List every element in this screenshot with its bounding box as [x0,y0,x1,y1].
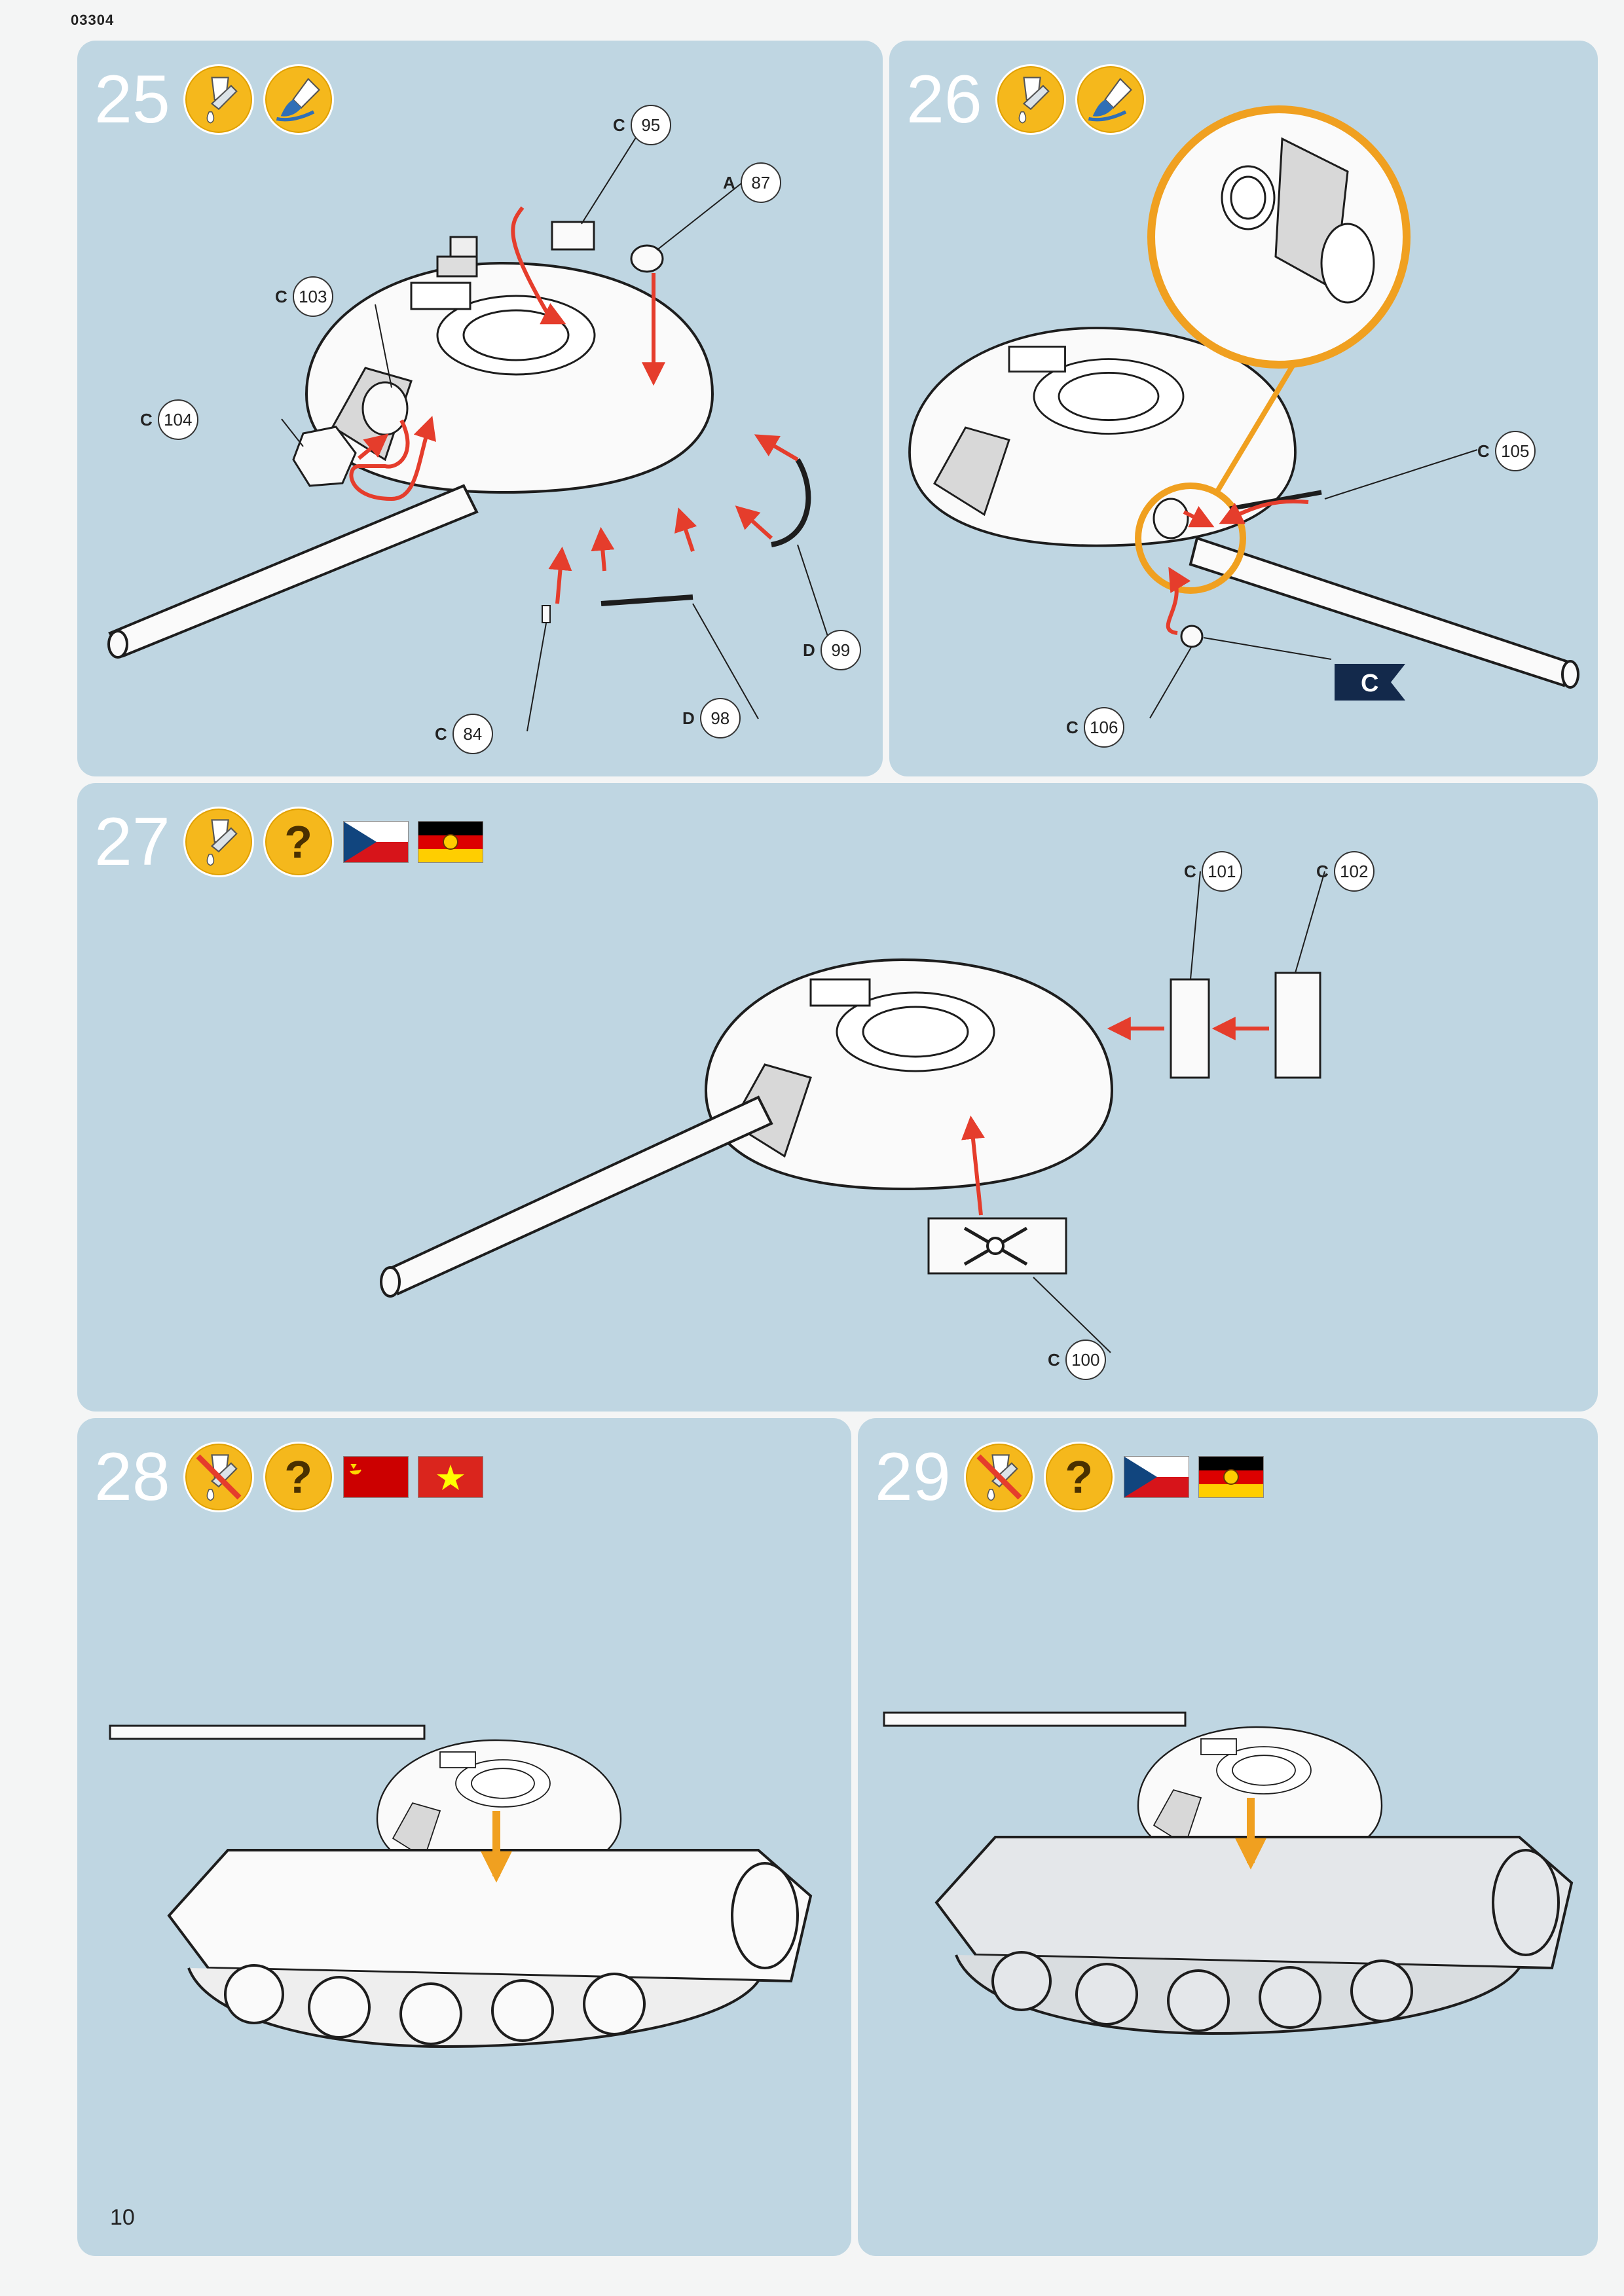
detail-magnifier-contents [1221,137,1375,304]
part-d99-shape [771,458,811,547]
flag-gdr-icon [417,821,483,863]
part-c100-shape [927,1217,1067,1275]
part-c106-shape [1180,625,1204,648]
part-d98-shape [600,594,693,606]
gun-barrel [107,484,479,659]
step-26-header: 26 [906,60,1146,139]
paint-brush-icon [1075,64,1146,135]
step-25-panel: 25 [77,41,883,776]
paint-brush-icon [263,64,334,135]
step-number: 28 [94,1439,170,1515]
flag-gdr-icon [1198,1456,1264,1498]
flag-ussr-icon [342,1456,409,1498]
placement-arrows [1166,499,1309,635]
decal-letter: C [1361,670,1378,697]
glue-icon [995,64,1066,135]
step-28-drawing [109,1724,813,2049]
step-25-drawing [107,135,832,732]
step-number: 29 [875,1439,951,1515]
step-27-drawing [380,871,1325,1353]
gun-barrel [1189,536,1579,689]
flag-czech-icon [342,821,409,863]
gun-barrel [109,1724,426,1740]
document-code: 03304 [71,12,115,28]
placement-arrows [349,206,799,604]
gun-barrel [883,1711,1187,1727]
step-29-panel: 29 ? [858,1418,1598,2256]
magnifier-connector [1214,359,1298,494]
turret-illustration [705,958,1113,1190]
glue-icon [183,64,254,135]
no-glue-icon [183,1442,254,1512]
part-c104-shape [292,426,357,487]
question-icon: ? [1043,1442,1115,1512]
question-icon: ? [263,1442,334,1512]
page-number: 10 [110,2205,135,2230]
step-28-header: 28 ? [94,1438,483,1516]
question-icon: ? [263,807,334,877]
leader-lines [1033,871,1325,1353]
step-number: 25 [94,62,170,137]
turret-illustration [305,236,714,494]
flag-czech-icon [1123,1456,1189,1498]
hull-illustration [167,1849,813,2049]
decal-c: C [1335,664,1405,701]
step-27-header: 27 ? [94,803,483,881]
no-glue-icon [963,1442,1035,1512]
part-c95-shape [551,221,595,251]
flag-vietnam-icon [417,1456,483,1498]
step-28-panel: 28 ? [77,1418,851,2256]
step-number: 26 [906,62,982,137]
part-c103-shape [361,381,409,436]
step-number: 27 [94,804,170,880]
leader-lines [1149,449,1478,719]
step-29-header: 29 ? [875,1438,1264,1516]
part-a87-shape [630,244,664,273]
step-29-drawing [883,1711,1574,2035]
gun-barrel [380,1095,773,1298]
part-c105-shape [1153,498,1189,539]
leader-lines [281,135,832,732]
step-26-drawing [908,105,1579,719]
glue-icon [183,807,254,877]
part-c102-shape [1274,972,1321,1079]
part-c84-shape [542,605,551,623]
placement-arrows [961,1017,1269,1216]
hull-illustration [934,1836,1574,2035]
step-25-header: 25 [94,60,334,139]
part-c101-shape [1170,978,1210,1079]
